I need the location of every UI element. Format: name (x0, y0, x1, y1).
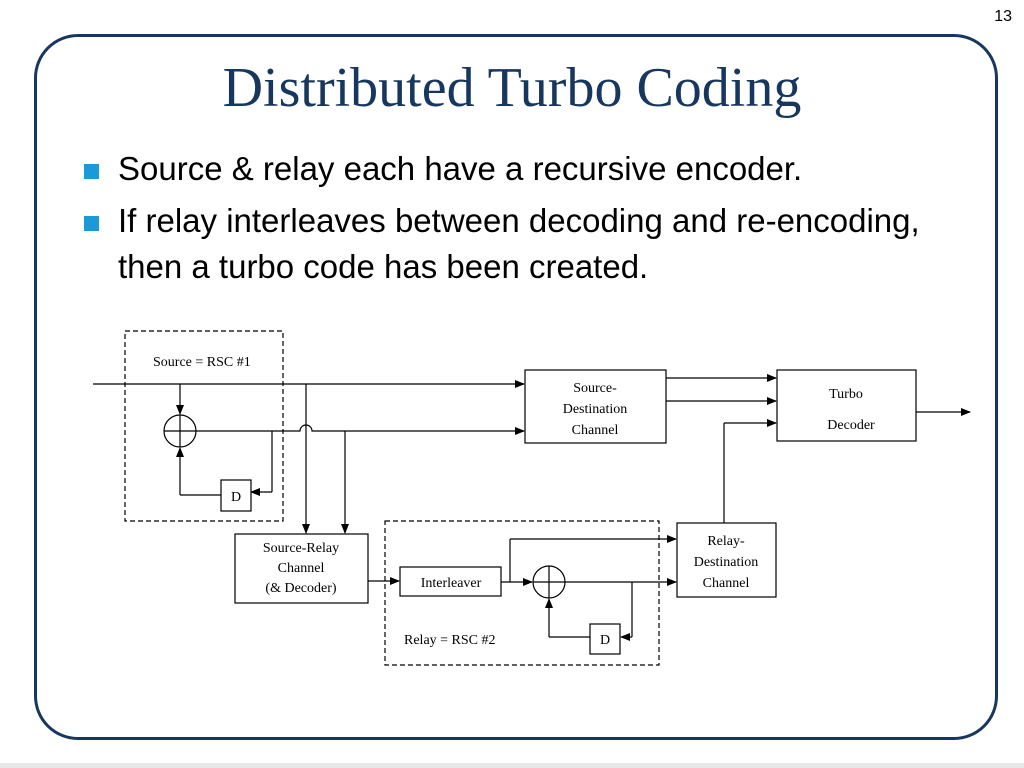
relay-group-label: Relay = RSC #2 (404, 633, 496, 648)
source-destination-channel-box (524, 369, 667, 444)
turbo-decoder-label-line: Decoder (827, 418, 875, 433)
relay-delay-label: D (600, 633, 610, 648)
parity-output-line (196, 424, 525, 435)
square-bullet-icon (84, 216, 99, 231)
sd-channel-label-line: Destination (563, 402, 628, 417)
sr-channel-label-line: Channel (278, 561, 325, 576)
sr-channel-label-line: (& Decoder) (265, 581, 336, 596)
bullet-text: Source & relay each have a recursive enc… (118, 150, 803, 187)
relay-destination-channel-box (676, 522, 777, 598)
sd-channel-label-line: Source- (573, 381, 617, 396)
bullet-item: Source & relay each have a recursive enc… (82, 146, 962, 192)
square-bullet-icon (84, 164, 99, 179)
relay-delay-box (589, 623, 621, 655)
bottom-divider (0, 763, 1024, 768)
source-relay-channel-box (234, 533, 369, 604)
interleaver-label: Interleaver (421, 576, 482, 591)
relay-encoder-group (384, 520, 660, 666)
source-delay-box (220, 479, 252, 512)
source-delay-label: D (231, 490, 241, 505)
turbo-decoder-box (776, 369, 917, 442)
rd-channel-label-line: Destination (694, 555, 759, 570)
bullet-text: If relay interleaves between decoding an… (118, 202, 920, 285)
source-encoder-group (124, 330, 284, 522)
rd-channel-label-line: Relay- (707, 534, 745, 549)
slide-title: Distributed Turbo Coding (222, 57, 802, 119)
source-group-label: Source = RSC #1 (153, 355, 251, 370)
page-number: 13 (994, 8, 1012, 25)
sr-channel-label-line: Source-Relay (263, 541, 339, 556)
interleaver-box (399, 566, 502, 597)
bullet-item: If relay interleaves between decoding an… (82, 198, 962, 290)
sd-channel-label-line: Channel (572, 423, 619, 438)
rd-channel-label-line: Channel (703, 576, 750, 591)
turbo-decoder-label-line: Turbo (829, 387, 863, 402)
bullet-list: Source & relay each have a recursive enc… (82, 146, 962, 296)
